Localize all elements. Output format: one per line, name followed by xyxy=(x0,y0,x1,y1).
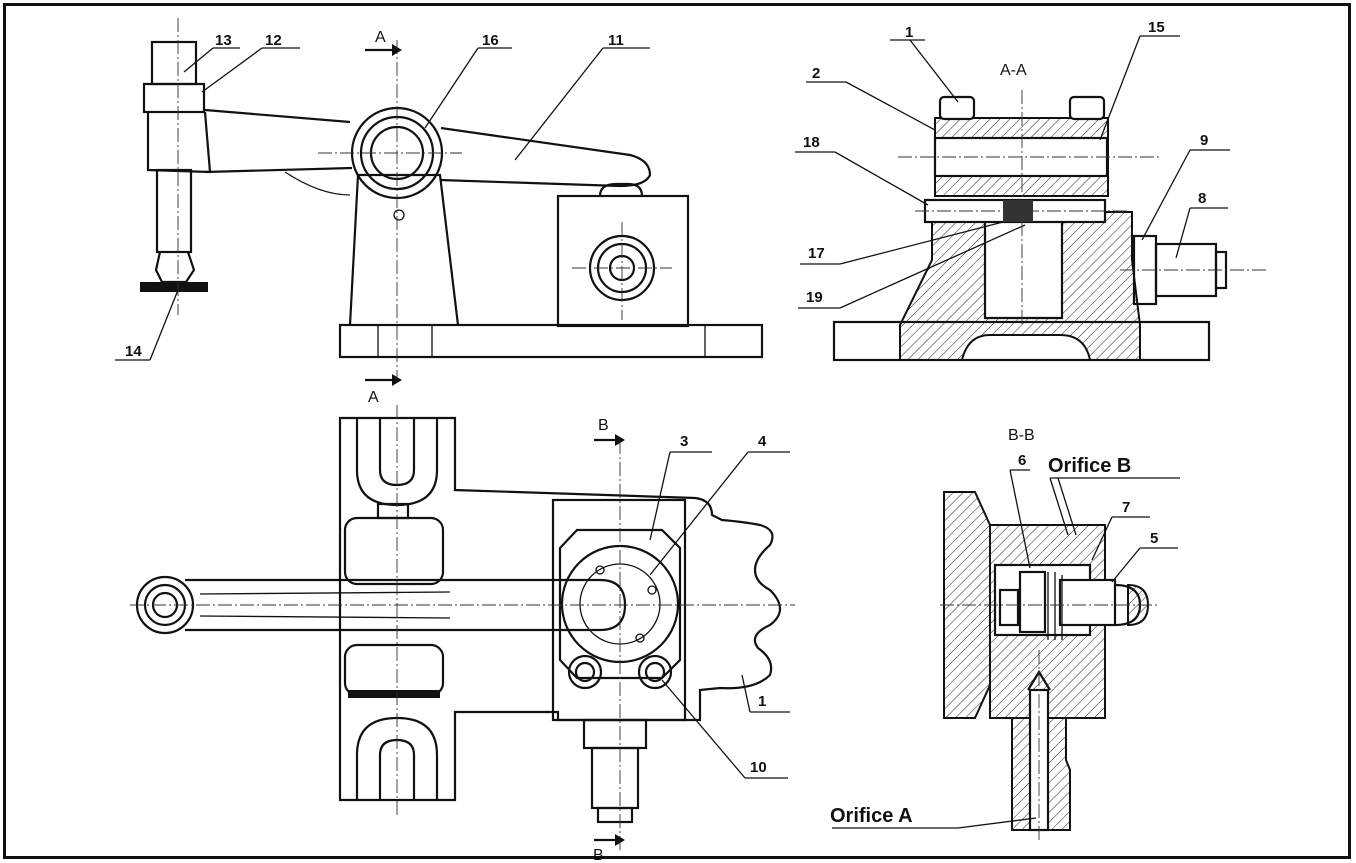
section-a-bottom-label: A xyxy=(368,389,379,406)
section-bb-title: B-B xyxy=(1008,427,1035,444)
callout-11: 11 xyxy=(608,32,624,49)
plan-view: B B 3 4 1 10 xyxy=(130,405,795,863)
section-a-top-label: A xyxy=(375,29,386,46)
callout-19: 19 xyxy=(806,289,823,306)
side-view: A A 13 12 16 11 14 xyxy=(115,18,764,406)
callout-1-plan-view: 1 xyxy=(758,693,766,710)
section-aa-title: A-A xyxy=(1000,62,1027,79)
callout-9: 9 xyxy=(1200,132,1208,149)
callout-4: 4 xyxy=(758,433,767,450)
callout-15: 15 xyxy=(1148,19,1165,36)
section-b-top-label: B xyxy=(598,417,609,434)
drawing-frame xyxy=(3,3,1351,859)
callout-5: 5 xyxy=(1150,530,1158,547)
callout-7: 7 xyxy=(1122,499,1130,516)
orifice-a-label: Orifice A xyxy=(830,805,913,827)
callout-8: 8 xyxy=(1198,190,1206,207)
orifice-b-label: Orifice B xyxy=(1048,455,1131,477)
callout-1-section-aa: 1 xyxy=(905,24,913,41)
callout-18: 18 xyxy=(803,134,820,151)
callout-3: 3 xyxy=(680,433,688,450)
callout-12: 12 xyxy=(265,32,282,49)
callout-6: 6 xyxy=(1018,452,1026,469)
callout-17: 17 xyxy=(808,245,825,262)
callout-13: 13 xyxy=(215,32,232,49)
section-b-bottom-label: B xyxy=(593,847,604,863)
section-b-b: B-B Orifice B Orifice A 6 7 xyxy=(830,427,1180,840)
callout-2: 2 xyxy=(812,65,820,82)
callout-16: 16 xyxy=(482,32,499,49)
section-a-a: A-A 1 15 2 18 xyxy=(795,19,1268,362)
callout-14: 14 xyxy=(125,343,142,360)
callout-10: 10 xyxy=(750,759,767,776)
